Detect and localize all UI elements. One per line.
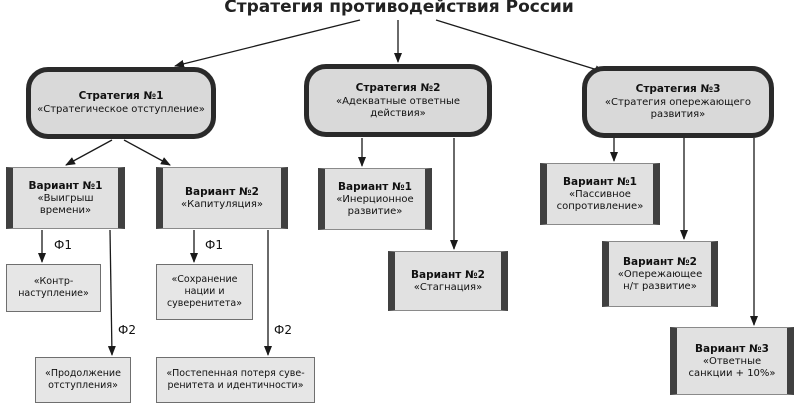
strategy-2-description: «Адекватные ответные действия» [335, 95, 461, 119]
strategy-2-box: Стратегия №2 «Адекватные ответные действ… [304, 64, 492, 137]
variant-name: Вариант №3 [695, 342, 769, 355]
variant-name: Вариант №1 [338, 180, 412, 193]
variant-description: «Стагнация» [413, 281, 483, 293]
outcome-loss-of-sovereignty: «Постепенная потеря суве- ренитета и иде… [156, 357, 315, 403]
outcome-preservation: «Сохранение нации и суверенитета» [156, 264, 253, 320]
variant-name: Вариант №1 [28, 179, 103, 192]
strategy-3-description: «Стратегия опережающего развития» [604, 97, 752, 120]
variant-description: «Опережающее н/т развитие» [617, 268, 703, 292]
outcome-continued-retreat: «Продолжение отступления» [35, 357, 131, 403]
strategy-2-variant-1: Вариант №1 «Инерционное развитие» [318, 168, 432, 230]
variant-description: «Инерционное развитие» [336, 193, 414, 217]
variant-description: «Выигрыш времени» [37, 192, 94, 216]
strategy-3-variant-3: Вариант №3 «Ответные санкции + 10%» [670, 327, 794, 395]
strategy-1-variant-1: Вариант №1 «Выигрыш времени» [6, 167, 125, 229]
variant-description: «Ответные санкции + 10%» [688, 355, 776, 379]
phase-label-s1v1-f2: Ф2 [118, 323, 136, 337]
phase-label-s1v2-f2: Ф2 [274, 323, 292, 337]
arrow-s1-to-v2 [123, 139, 171, 166]
strategy-1-name: Стратегия №1 [78, 90, 164, 102]
arrow-title-to-strategy-1 [174, 19, 361, 68]
strategy-3-box: Стратегия №3 «Стратегия опережающего раз… [582, 66, 774, 138]
strategy-1-variant-2: Вариант №2 «Капитуляция» [156, 167, 288, 229]
strategy-1-description: «Стратегическое отступление» [37, 104, 205, 115]
arrow-s1-to-v1 [65, 139, 113, 166]
variant-name: Вариант №2 [623, 255, 697, 268]
strategy-3-variant-1: Вариант №1 «Пассивное сопротивление» [540, 163, 660, 225]
diagram-title: Стратегия противодействия России [224, 0, 574, 17]
strategy-2-name: Стратегия №2 [355, 81, 441, 94]
strategy-3-name: Стратегия №3 [635, 83, 721, 95]
variant-name: Вариант №1 [563, 175, 637, 188]
strategy-3-variant-2: Вариант №2 «Опережающее н/т развитие» [602, 241, 718, 307]
strategy-2-variant-2: Вариант №2 «Стагнация» [388, 251, 508, 311]
arrow-s1v1-to-f2 [107, 229, 116, 356]
strategy-1-box: Стратегия №1 «Стратегическое отступление… [26, 67, 216, 139]
phase-label-s1v1-f1: Ф1 [54, 238, 72, 252]
variant-description: «Пассивное сопротивление» [556, 188, 644, 212]
arrow-title-to-strategy-3 [435, 19, 605, 74]
phase-label-s1v2-f1: Ф1 [205, 238, 223, 252]
variant-description: «Капитуляция» [181, 198, 263, 210]
variant-name: Вариант №2 [185, 185, 259, 198]
outcome-counteroffensive: «Контр- наступление» [6, 264, 101, 312]
variant-name: Вариант №2 [411, 268, 485, 281]
